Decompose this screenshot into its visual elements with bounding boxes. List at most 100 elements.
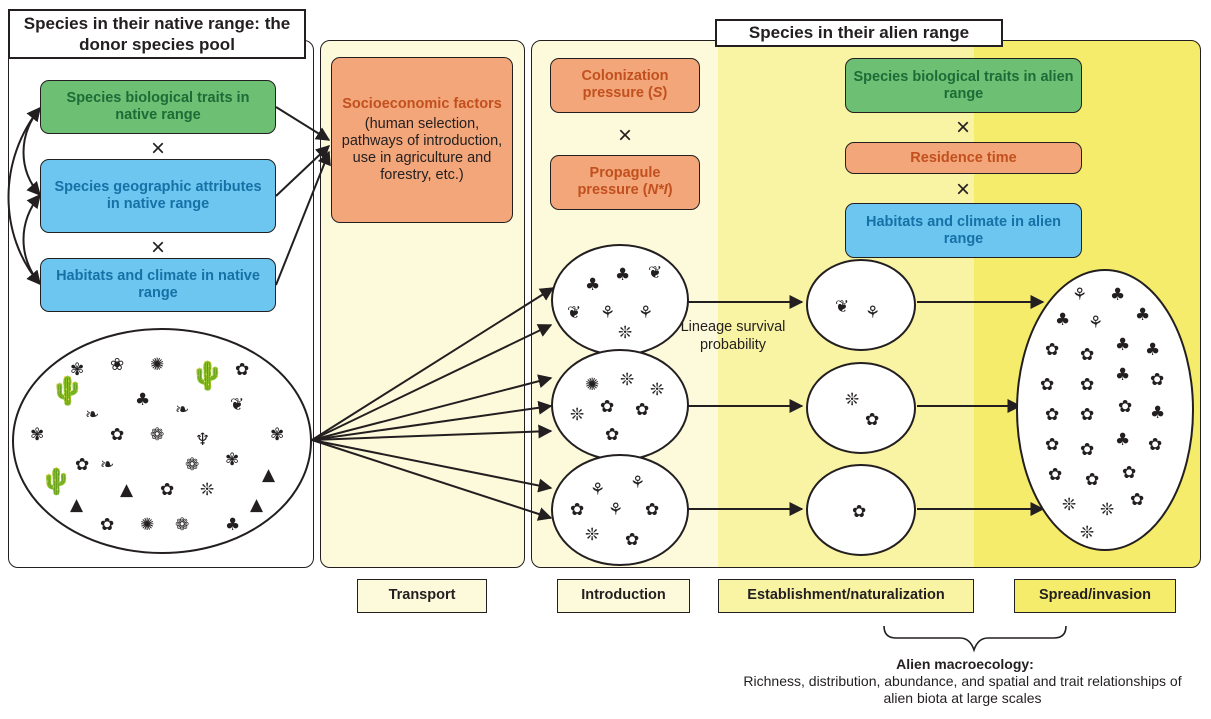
arrow-pool-intro-7 — [311, 439, 553, 521]
shrub-icon: ✾ — [30, 425, 44, 445]
flower-icon: ✿ — [1045, 435, 1059, 455]
native-traits-box: Species biological traits in native rang… — [40, 80, 276, 134]
clover-icon: ♣ — [1115, 335, 1130, 355]
arrow-traits-socio — [275, 106, 331, 141]
native-geographic-box: Species geographic attributes in native … — [40, 159, 276, 233]
introduction-circle-3 — [551, 454, 689, 566]
macroecology-brace — [883, 625, 1067, 653]
arrow-pool-intro-5 — [311, 424, 553, 441]
leaf-icon: ❧ — [175, 400, 189, 420]
arrow-habitats-socio — [275, 150, 331, 286]
clover-icon: ♣ — [1145, 340, 1160, 360]
colonization-variable: S — [652, 85, 663, 101]
tulip-icon: ⚘ — [590, 480, 605, 500]
fir-tree-icon: ▲ — [70, 495, 84, 515]
dandelion-icon: ✺ — [585, 375, 599, 395]
tulip-icon: ⚘ — [638, 303, 653, 323]
establishment-circle-3 — [806, 464, 916, 556]
fir-tree-icon: ▲ — [250, 495, 264, 515]
spread-ellipse — [1016, 269, 1194, 551]
tulip-icon: ⚘ — [865, 303, 880, 323]
flower-icon: ✿ — [1085, 470, 1099, 490]
maple-leaf-icon: ❦ — [648, 263, 662, 283]
blossom-sprig-icon: ❊ — [200, 480, 214, 500]
propagule-text-pre: Propagule pressure ( — [577, 165, 661, 198]
native-range-title: Species in their native range: the donor… — [8, 9, 306, 59]
alien-range-title: Species in their alien range — [715, 19, 1003, 47]
propagule-pressure-box: Propagule pressure (N*I) — [550, 155, 700, 210]
flower-icon: ✿ — [1048, 465, 1062, 485]
flower-icon: ✿ — [1118, 397, 1132, 417]
flower-icon: ❀ — [110, 355, 124, 375]
colonization-text-post: ) — [662, 85, 668, 101]
shrub-icon: ✾ — [270, 425, 284, 445]
socioeconomic-body: (human selection, pathways of introducti… — [341, 116, 503, 183]
flower-icon: ✿ — [570, 500, 584, 520]
flower-icon: ✿ — [635, 400, 649, 420]
clover-icon: ♣ — [585, 275, 600, 295]
leaf-icon: ❧ — [85, 405, 99, 425]
flower-icon: ✿ — [600, 397, 614, 417]
flower-icon: ✿ — [1080, 375, 1094, 395]
native-habitats-box: Habitats and climate in native range — [40, 258, 276, 312]
stage-establishment: Establishment/naturalization — [718, 579, 974, 613]
maple-leaf-icon: ❦ — [230, 395, 244, 415]
clover-icon: ♣ — [225, 515, 240, 535]
arrow-traits-habitats — [7, 106, 41, 286]
fir-tree-icon: ▲ — [262, 465, 276, 485]
maple-leaf-icon: ❦ — [835, 297, 849, 317]
establishment-circle-1 — [806, 259, 916, 351]
clover-icon: ♣ — [615, 265, 630, 285]
tulip-icon: ⚘ — [1072, 285, 1087, 305]
leaf-icon: ❧ — [100, 455, 114, 475]
flower-icon: ✿ — [852, 502, 866, 522]
colonization-text-pre: Colonization pressure ( — [581, 68, 669, 101]
flower-icon: ✿ — [1080, 405, 1094, 425]
blossom-sprig-icon: ❊ — [585, 525, 599, 545]
alien-traits-box: Species biological traits in alien range — [845, 58, 1082, 113]
blossom-sprig-icon: ❊ — [1062, 495, 1076, 515]
tulip-icon: ⚘ — [1088, 313, 1103, 333]
colonization-pressure-box: Colonization pressure (S) — [550, 58, 700, 113]
blossom-sprig-icon: ❊ — [620, 370, 634, 390]
arrow-geo-habitats — [22, 193, 41, 286]
flower-icon: ✿ — [1040, 375, 1054, 395]
flower-icon: ✿ — [645, 500, 659, 520]
arrow-pool-intro-2 — [311, 324, 553, 441]
dandelion-icon: ✺ — [140, 515, 154, 535]
establishment-circle-2 — [806, 362, 916, 454]
cactus-icon: 🌵 — [40, 466, 72, 497]
flower-icon: ✿ — [1045, 405, 1059, 425]
flower-icon: ✿ — [1045, 340, 1059, 360]
clover-icon: ♣ — [1055, 310, 1070, 330]
hibiscus-icon: ❁ — [150, 425, 164, 445]
blossom-sprig-icon: ❊ — [845, 390, 859, 410]
flower-icon: ✿ — [100, 515, 114, 535]
flower-icon: ✿ — [1080, 345, 1094, 365]
stage-introduction: Introduction — [557, 579, 690, 613]
arrow-pool-intro-4 — [311, 400, 553, 441]
flower-icon: ✿ — [1148, 435, 1162, 455]
flower-icon: ✿ — [235, 360, 249, 380]
alien-times-c: × — [955, 176, 970, 203]
flower-icon: ✿ — [160, 480, 174, 500]
socioeconomic-factors-box: Socioeconomic factors (human selection, … — [331, 57, 513, 223]
alien-habitats-box: Habitats and climate in alien range — [845, 203, 1082, 258]
flower-icon: ✿ — [75, 455, 89, 475]
hibiscus-icon: ❁ — [175, 515, 189, 535]
shrub-icon: ✾ — [225, 450, 239, 470]
native-times-1: × — [150, 135, 165, 162]
blossom-sprig-icon: ❊ — [570, 405, 584, 425]
macroecology-title: Alien macroecology: — [896, 656, 1034, 672]
flower-icon: ✿ — [1150, 370, 1164, 390]
tulip-icon: ⚘ — [600, 303, 615, 323]
stage-spread: Spread/invasion — [1014, 579, 1176, 613]
alien-times-b: × — [955, 114, 970, 141]
blossom-sprig-icon: ❊ — [618, 323, 632, 343]
flower-icon: ✿ — [1130, 490, 1144, 510]
arrow-pool-intro-1 — [311, 287, 555, 441]
flower-icon: ✿ — [605, 425, 619, 445]
arrow-pool-intro-3 — [311, 374, 553, 441]
clover-icon: ♣ — [1115, 365, 1130, 385]
